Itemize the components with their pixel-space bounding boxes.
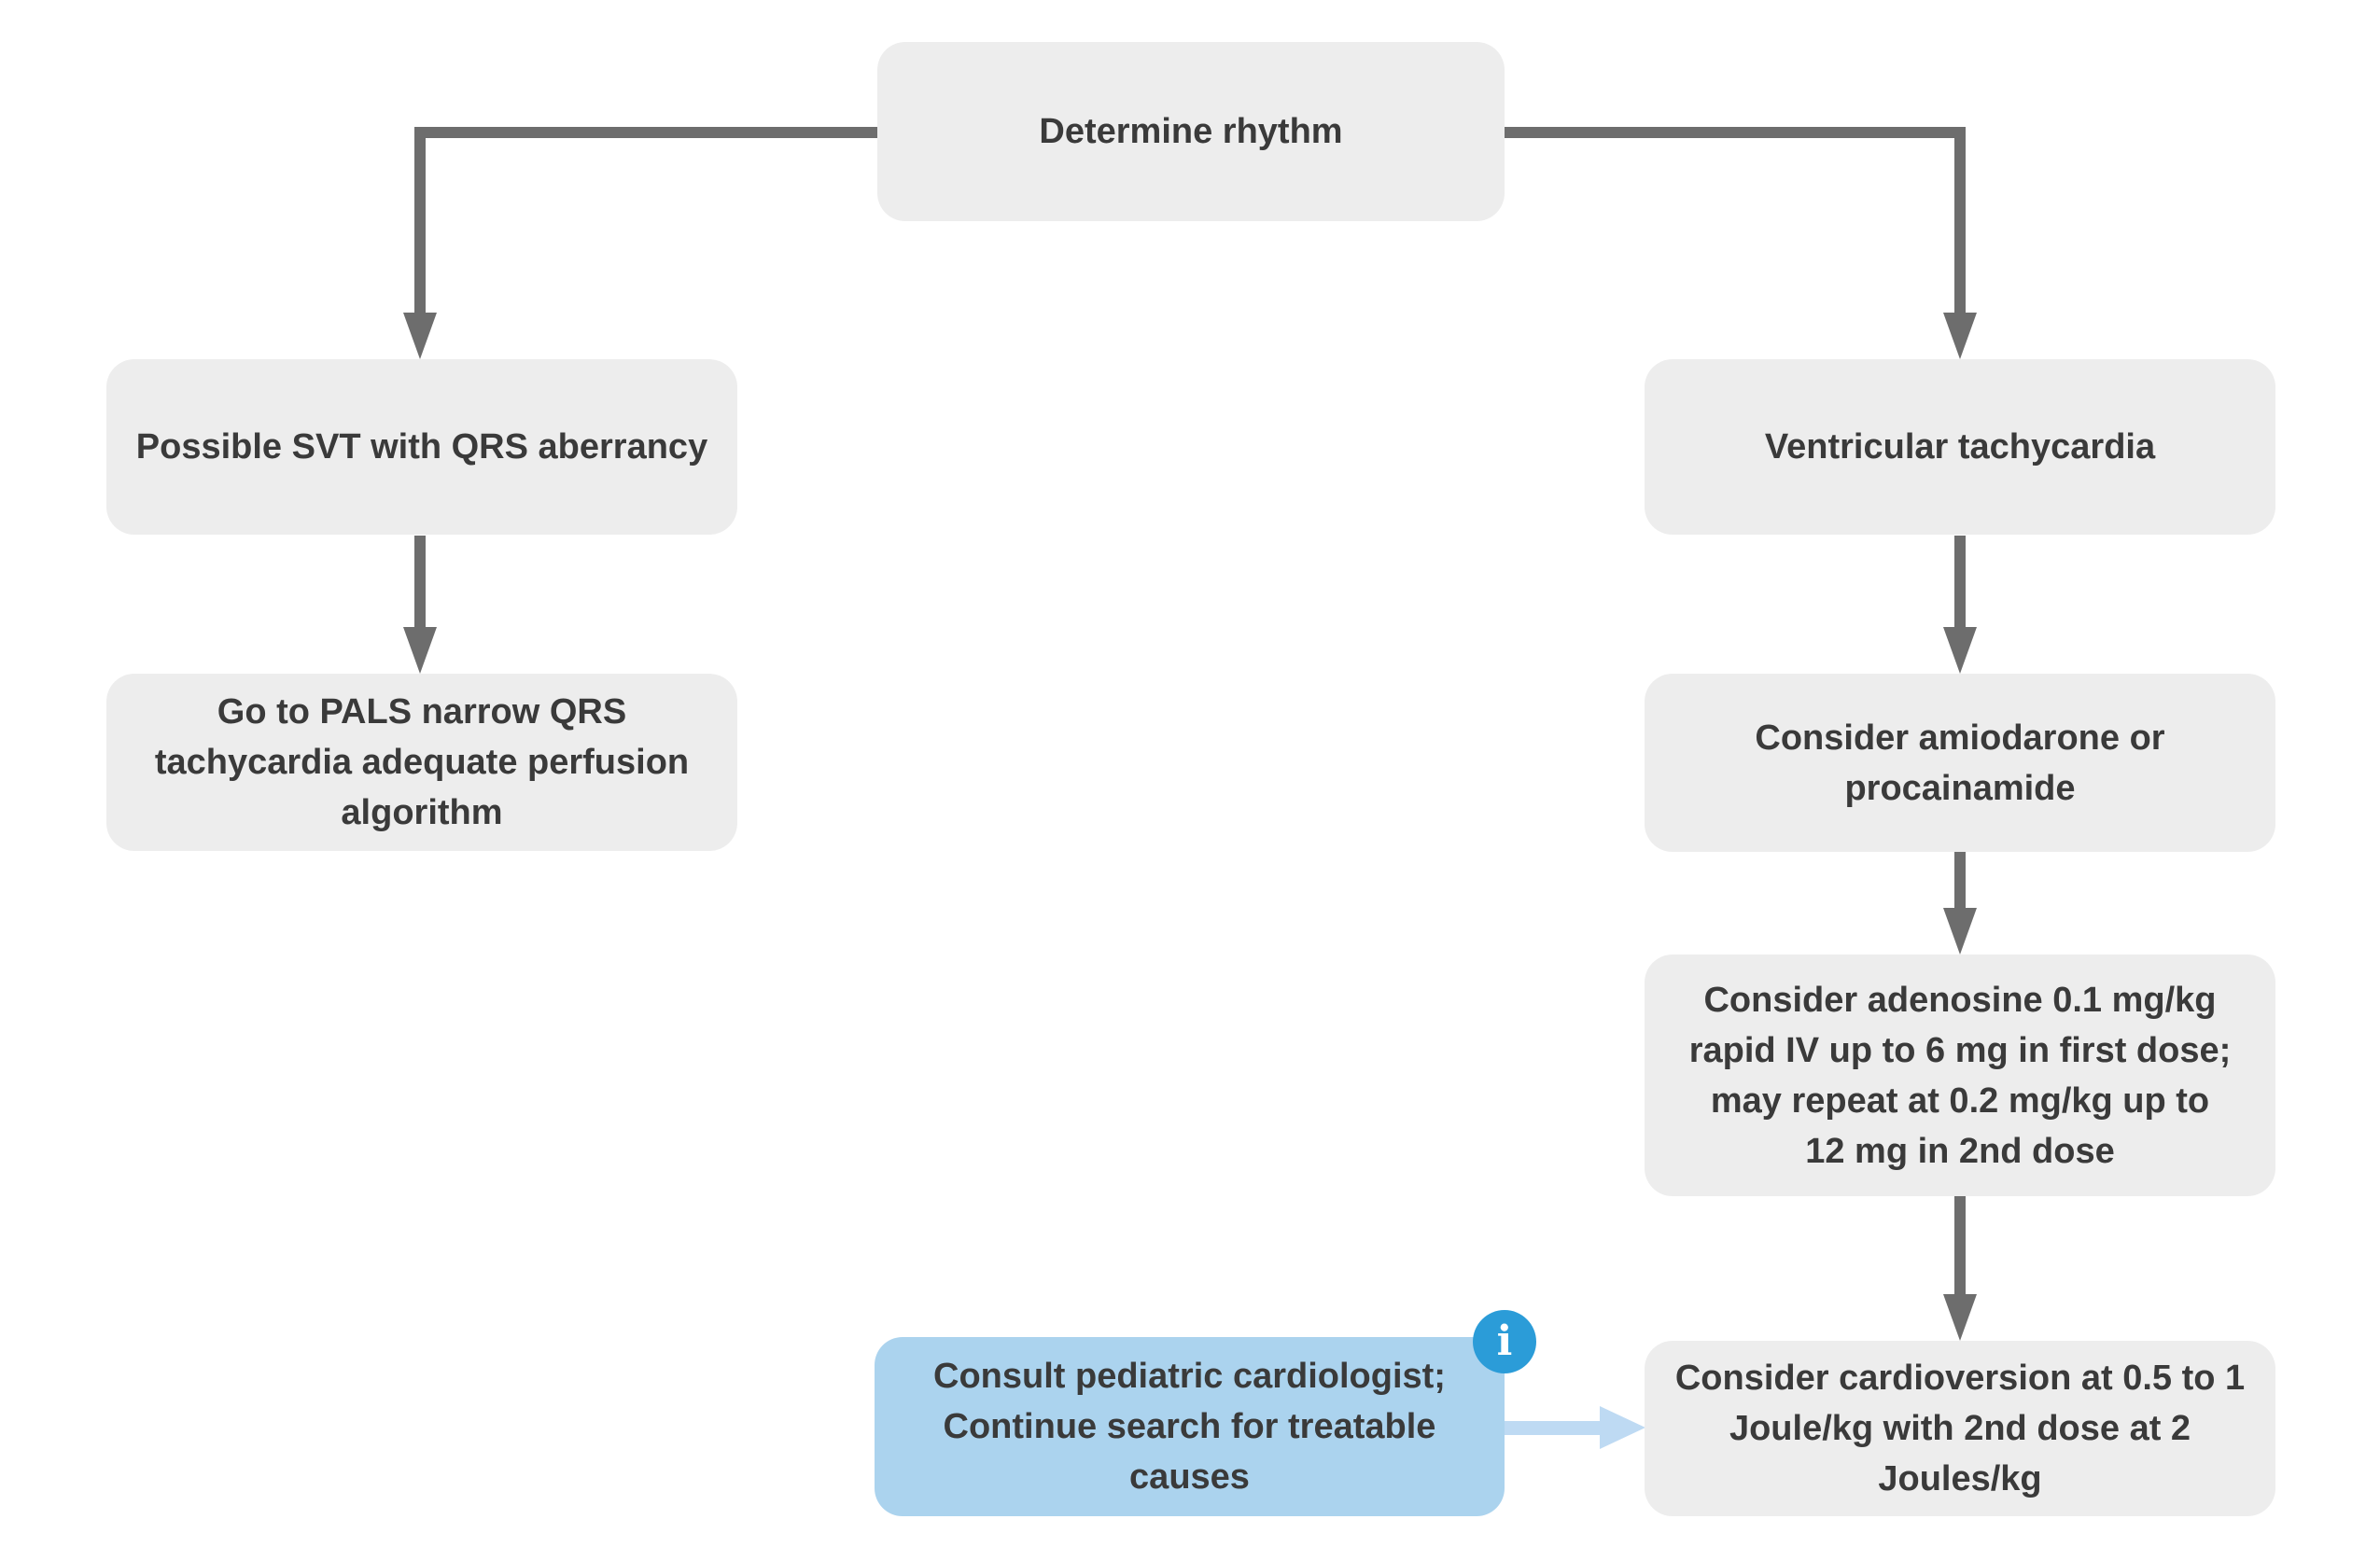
node-consider-cardioversion: Consider cardioversion at 0.5 to 1 Joule… [1645, 1341, 2275, 1516]
node-determine-rhythm-label: Determine rhythm [1039, 112, 1343, 151]
node-consult-cardiologist-label: Consult pediatric cardiologist; Continue… [933, 1357, 1446, 1497]
arrowhead-into-amiodarone [1943, 627, 1977, 674]
node-ventricular-tachycardia: Ventricular tachycardia [1645, 359, 2275, 535]
arrowhead-into-adenosine [1943, 908, 1977, 955]
node-consider-amiodarone-label: Consider amiodarone or procainamide [1755, 718, 2165, 808]
connector-svt-to-pals [414, 536, 426, 628]
node-consider-adenosine: Consider adenosine 0.1 mg/kg rapid IV up… [1645, 955, 2275, 1196]
node-goto-pals-algorithm: Go to PALS narrow QRS tachycardia adequa… [106, 674, 737, 851]
node-ventricular-tachycardia-label: Ventricular tachycardia [1764, 427, 2156, 467]
arrowhead-into-possible-svt [403, 313, 437, 359]
connector-top-to-left-horizontal [414, 127, 877, 138]
arrowhead-into-cardioversion [1943, 1294, 1977, 1341]
node-consider-cardioversion-label: Consider cardioversion at 0.5 to 1 Joule… [1674, 1359, 2246, 1498]
info-icon[interactable]: i [1473, 1310, 1536, 1373]
node-consider-adenosine-label: Consider adenosine 0.1 mg/kg rapid IV up… [1688, 980, 2232, 1171]
connector-top-to-right-horizontal [1505, 127, 1966, 138]
node-determine-rhythm: Determine rhythm [877, 42, 1505, 221]
connector-consult-to-cardioversion [1505, 1421, 1601, 1435]
connector-top-to-left-vertical [414, 127, 426, 316]
connector-top-to-right-vertical [1954, 127, 1966, 316]
node-consult-cardiologist: Consult pediatric cardiologist; Continue… [875, 1337, 1505, 1516]
arrowhead-into-ventricular-tachycardia [1943, 313, 1977, 359]
connector-adenosine-to-cardioversion [1954, 1196, 1966, 1296]
arrowhead-into-goto-pals [403, 627, 437, 674]
node-consider-amiodarone: Consider amiodarone or procainamide [1645, 674, 2275, 852]
arrowhead-consult-to-cardioversion [1600, 1406, 1645, 1449]
connector-vtach-to-amiodarone [1954, 536, 1966, 628]
connector-amiodarone-to-adenosine [1954, 852, 1966, 910]
node-goto-pals-algorithm-label: Go to PALS narrow QRS tachycardia adequa… [154, 692, 690, 832]
info-icon-glyph: i [1496, 1317, 1513, 1365]
node-possible-svt-label: Possible SVT with QRS aberrancy [135, 427, 708, 467]
node-possible-svt: Possible SVT with QRS aberrancy [106, 359, 737, 535]
